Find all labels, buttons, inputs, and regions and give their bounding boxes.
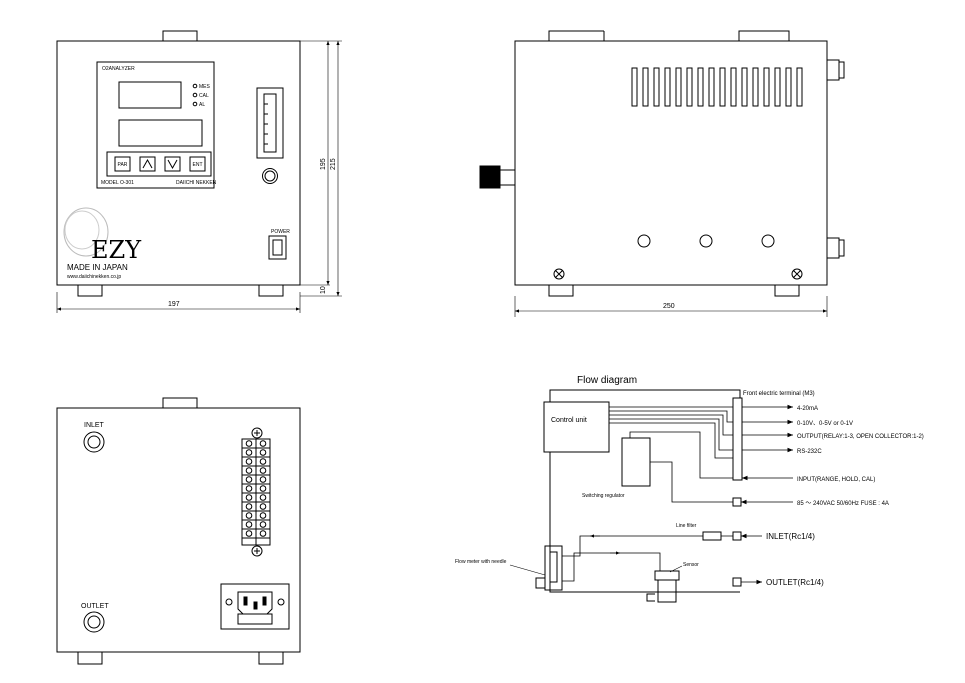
switching-regulator-box bbox=[621, 437, 651, 487]
maker-label: DAIICHI NEKKEN bbox=[176, 180, 217, 186]
flowmeter-window bbox=[256, 87, 284, 159]
dim-total-height: 215 bbox=[330, 158, 337, 170]
switching-regulator-label: Switching regulator bbox=[582, 493, 625, 499]
needle-knob bbox=[262, 168, 278, 184]
front-terminal-block bbox=[732, 397, 743, 481]
flow-diagram: Flow diagram Control unit Switching regu… bbox=[455, 375, 924, 603]
fitting-inlet bbox=[827, 59, 845, 81]
screw-hole bbox=[699, 234, 713, 248]
indicator-mes: MES bbox=[199, 84, 211, 90]
inlet-gas-line bbox=[562, 535, 733, 557]
indicator-cal: CAL bbox=[199, 93, 209, 99]
indicator-lamp bbox=[192, 83, 198, 89]
inlet-connector bbox=[732, 531, 742, 541]
ent-key bbox=[189, 156, 206, 172]
enclosure-bottom bbox=[549, 452, 740, 593]
sensor-body bbox=[657, 579, 677, 603]
side-body bbox=[514, 40, 828, 286]
terminal-label: Front electric terminal (M3) bbox=[743, 391, 815, 397]
side-handle bbox=[548, 30, 790, 41]
power-label: POWER bbox=[271, 229, 290, 235]
output-voltage-label: 0-10V、0-5V or 0-1V bbox=[797, 421, 853, 427]
power-connector bbox=[732, 497, 742, 507]
line-filter-label: Line filter bbox=[676, 523, 697, 529]
outlet-connector bbox=[732, 577, 742, 587]
front-view: O2ANALYZER MES CAL AL PAR ENT MODEL O-30… bbox=[56, 30, 342, 313]
down-arrow-icon bbox=[167, 159, 178, 170]
top-handle bbox=[162, 30, 198, 42]
line-filter bbox=[702, 531, 722, 541]
sensor-head bbox=[654, 570, 680, 581]
up-arrow-icon bbox=[142, 158, 153, 169]
par-key bbox=[114, 156, 131, 172]
power-supply-label: 85 ～ 240VAC 50/60Hz FUSE : 4A bbox=[797, 501, 889, 507]
flowmeter-tube bbox=[263, 93, 277, 153]
logo-swirl bbox=[63, 207, 109, 257]
panel-title: O2ANALYZER bbox=[102, 66, 135, 72]
flow-meter-label: Flow meter with needle bbox=[455, 559, 507, 565]
dim-depth: 250 bbox=[663, 303, 675, 310]
inlet-label: INLET bbox=[84, 422, 105, 429]
knob-shaft bbox=[499, 169, 516, 186]
indicator-al: AL bbox=[199, 102, 205, 108]
flow-meter bbox=[544, 545, 563, 591]
website-label: www.daiichinekken.co.jp bbox=[67, 274, 121, 280]
rear-handle bbox=[162, 397, 198, 409]
indicator-lamp bbox=[192, 101, 198, 107]
model-label: MODEL O-301 bbox=[101, 180, 134, 186]
outlet-label: OUTLET bbox=[81, 603, 109, 610]
terminal-block bbox=[241, 427, 271, 557]
power-switch bbox=[268, 235, 287, 260]
ent-key-label: ENT bbox=[193, 162, 203, 168]
input-label: INPUT(RANGE, HOLD, CAL) bbox=[797, 477, 875, 483]
made-in-label: MADE IN JAPAN bbox=[67, 263, 128, 272]
rear-body bbox=[56, 407, 301, 653]
upper-display bbox=[118, 81, 182, 109]
brand-logo: EZY bbox=[91, 236, 142, 264]
sensor-label: Sensor bbox=[683, 562, 699, 568]
power-wire bbox=[650, 461, 733, 503]
front-feet bbox=[77, 285, 284, 297]
indicator-lamp bbox=[192, 92, 198, 98]
dim-width: 197 bbox=[168, 301, 180, 308]
screw-hole bbox=[637, 234, 651, 248]
ac-inlet bbox=[220, 583, 290, 630]
output-rs232c-label: RS-232C bbox=[797, 449, 822, 455]
up-key bbox=[139, 156, 156, 172]
sensor-gas-line bbox=[562, 552, 661, 582]
enclosure-top bbox=[549, 389, 741, 402]
needle-valve bbox=[535, 577, 546, 589]
screw bbox=[791, 268, 803, 280]
control-panel bbox=[96, 61, 215, 189]
flow-diagram-title: Flow diagram bbox=[577, 375, 637, 386]
rear-feet bbox=[77, 652, 284, 665]
down-key bbox=[164, 156, 181, 172]
side-view: 250 bbox=[479, 30, 845, 317]
outlet-port bbox=[83, 611, 105, 633]
dim-body-height: 195 bbox=[320, 158, 327, 170]
signal-wires bbox=[609, 406, 733, 459]
output-relay-label: OUTPUT(RELAY:1-3, OPEN COLLECTOR:1-2) bbox=[797, 434, 924, 440]
input-wire bbox=[629, 431, 733, 479]
ventilation-slots bbox=[631, 67, 803, 107]
dim-foot: 10 bbox=[320, 286, 327, 294]
outlet-port-label: OUTLET(Rc1/4) bbox=[766, 578, 824, 587]
screw-hole bbox=[761, 234, 775, 248]
knurled-knob bbox=[479, 165, 501, 189]
rear-view: INLET OUTLET bbox=[56, 397, 301, 665]
fitting-outlet bbox=[827, 237, 845, 259]
inlet-port-label: INLET(Rc1/4) bbox=[766, 532, 815, 541]
par-key-label: PAR bbox=[118, 162, 128, 168]
control-unit-box bbox=[543, 401, 610, 453]
lower-display bbox=[118, 119, 203, 147]
screw bbox=[553, 268, 565, 280]
output-current-label: 4-20mA bbox=[797, 406, 818, 412]
control-unit-label: Control unit bbox=[551, 417, 587, 424]
keypad-area bbox=[106, 151, 212, 177]
inlet-port bbox=[83, 431, 105, 453]
front-body bbox=[56, 40, 301, 286]
side-feet bbox=[548, 285, 800, 297]
